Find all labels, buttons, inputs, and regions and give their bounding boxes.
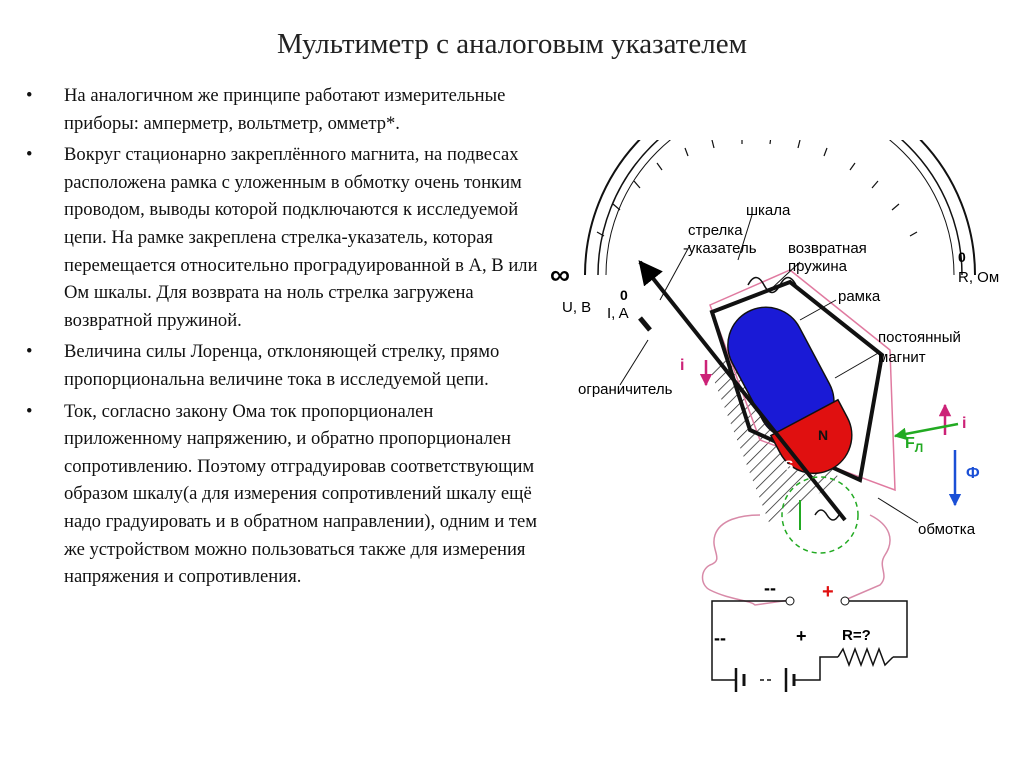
lead-right [844, 514, 891, 601]
label-zero-right: 0 [958, 249, 966, 265]
label-winding: обмотка [918, 521, 976, 538]
force-symbol: F [905, 435, 915, 452]
bullet-marker: • [26, 85, 33, 106]
bullet-marker: • [26, 144, 33, 166]
label-spring-1: возвратная [788, 240, 867, 257]
bullet-text: Ток, согласно закону Ома ток пропорциона… [64, 400, 538, 588]
multimeter-diagram: i i FЛ Ф шкала стрелка -указатель возвра… [550, 140, 999, 692]
terminal-plus [840, 596, 850, 606]
label-infinity: ∞ [550, 259, 570, 290]
terminal-minus-label: -- [764, 578, 776, 598]
current-label: i [680, 357, 684, 374]
force-label: FЛ [905, 435, 923, 455]
bullet-text: Величина силы Лоренца, отклоняющей стрел… [64, 341, 500, 390]
resistor-label: R=? [842, 627, 871, 644]
bullet-text: Вокруг стационарно закреплённого магнита… [64, 144, 538, 331]
flux-label: Ф [966, 465, 980, 482]
current-label-right: i [962, 415, 966, 432]
label-spring-2: пружина [788, 258, 848, 275]
label-zero-left: 0 [620, 287, 628, 303]
label-i-a: I, A [607, 305, 629, 322]
terminal-plus-label: + [822, 581, 834, 603]
coil-frame-inner [709, 279, 885, 483]
measurement-circuit [711, 600, 908, 692]
terminal-minus [785, 596, 795, 606]
force-circle [781, 476, 859, 554]
bottom-spring [814, 509, 840, 521]
label-south: S [784, 457, 793, 473]
label-u-v: U, В [562, 299, 591, 316]
bullet-marker: • [26, 400, 33, 422]
label-limiter: ограничитель [578, 381, 673, 398]
label-north: N [818, 427, 828, 443]
label-needle-2: -указатель [683, 240, 757, 257]
battery-plus-label: + [796, 626, 807, 646]
return-spring [747, 276, 797, 294]
label-magnet-1: постоянный [878, 329, 961, 346]
slide-title: Мультиметр с аналоговым указателем [277, 28, 747, 60]
bullet-list: • На аналогичном же принципе работают из… [26, 82, 556, 595]
bullet-text: На аналогичном же принципе работают изме… [64, 85, 506, 134]
battery-minus-label: -- [714, 628, 726, 648]
label-r-ohm: R, Ом [958, 269, 999, 286]
coil-frame [709, 269, 896, 492]
label-magnet-2: магнит [878, 349, 926, 366]
bullet-item: • Величина силы Лоренца, отклоняющей стр… [26, 338, 556, 393]
label-frame: рамка [838, 288, 881, 305]
bullet-marker: • [26, 341, 33, 363]
bullet-item: • Ток, согласно закону Ома ток пропорцио… [26, 398, 556, 591]
limiter [638, 316, 652, 332]
label-scale: шкала [746, 202, 791, 219]
scale-arc [584, 140, 976, 276]
needle [638, 260, 847, 522]
lead-left [701, 514, 791, 606]
label-needle-1: стрелка [688, 222, 743, 239]
force-subscript: Л [915, 441, 923, 455]
bullet-item: • Вокруг стационарно закреплённого магни… [26, 141, 556, 334]
lorentz-force-arrow [893, 422, 959, 441]
bullet-item: • На аналогичном же принципе работают из… [26, 82, 556, 137]
